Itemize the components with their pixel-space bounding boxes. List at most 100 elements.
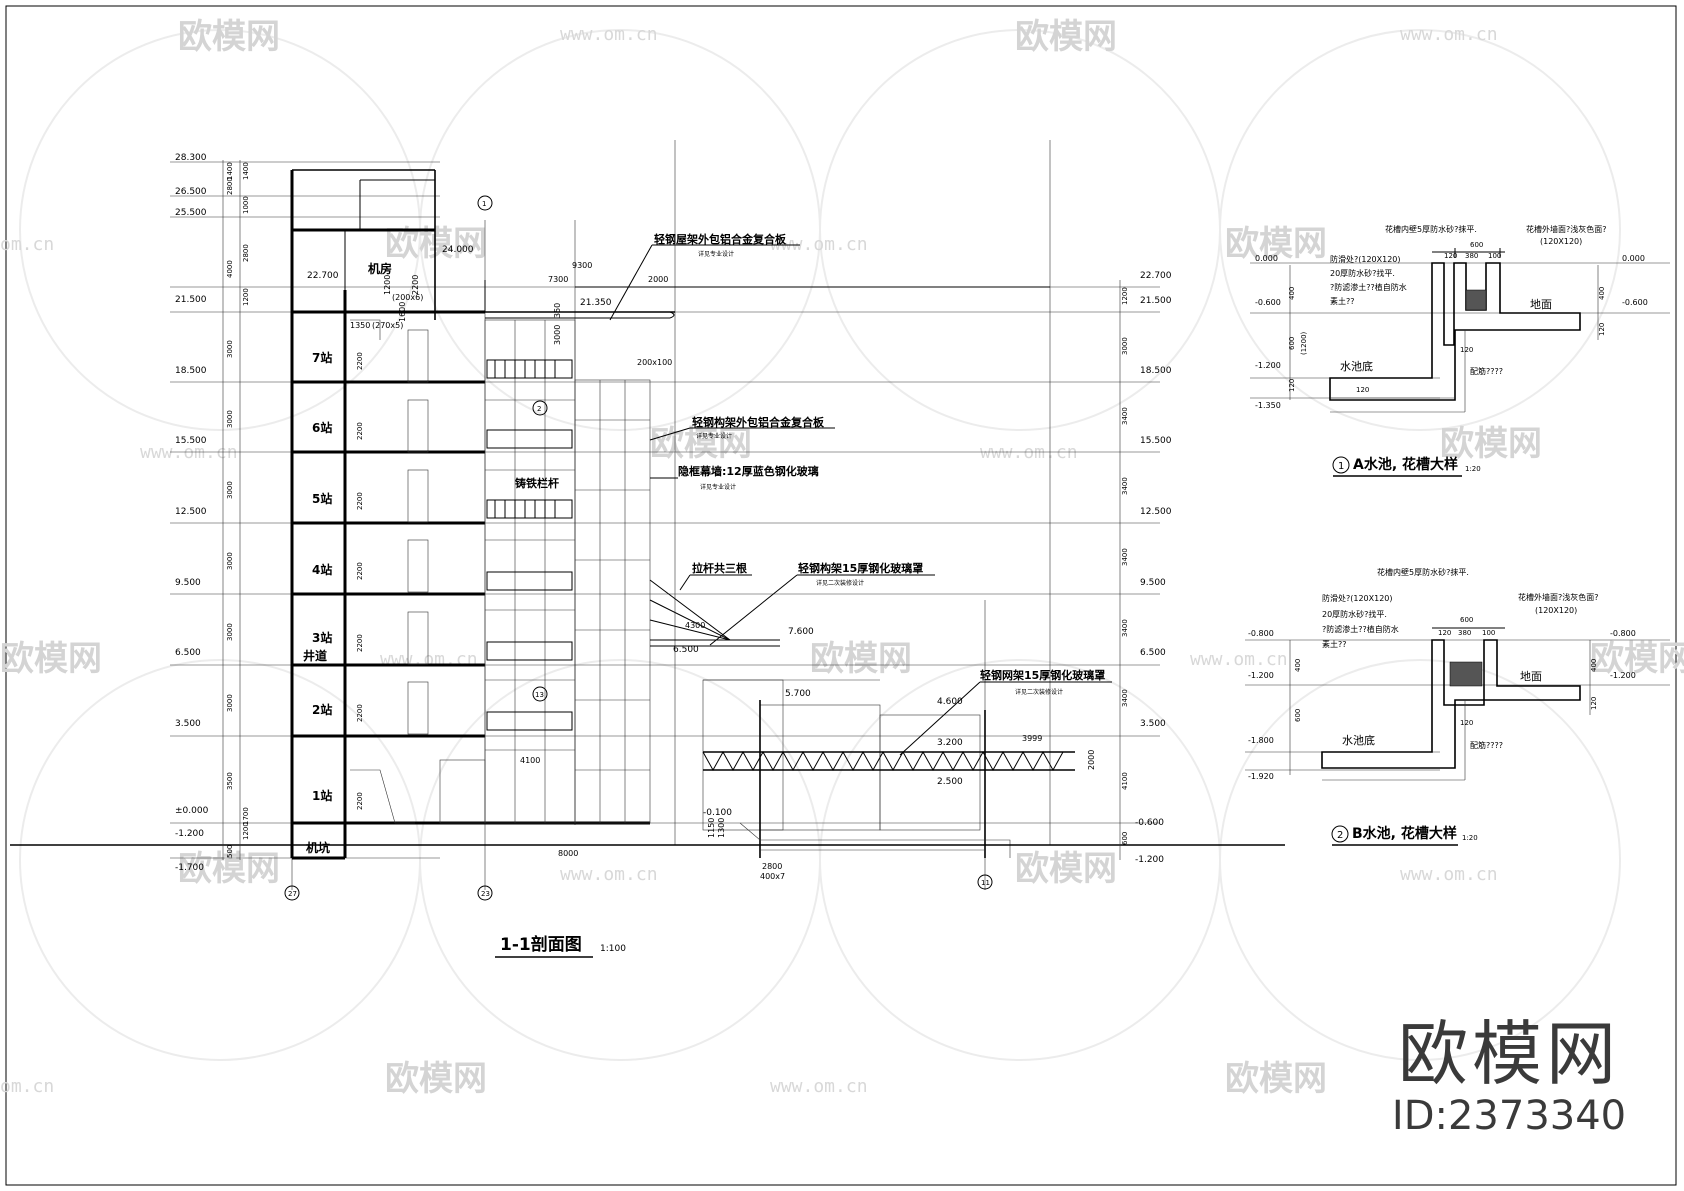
floor-height-dims: 2200 2200 2200 2200 2200 2200 2200 1700 <box>242 352 364 825</box>
watermark-brand: 欧模网 <box>1015 849 1117 889</box>
dimension-value: 2200 <box>356 562 364 580</box>
elevation-tag: 6.500 <box>175 648 201 658</box>
dimension-value: 2200 <box>356 704 364 722</box>
dimension-value: 120 <box>1444 252 1457 260</box>
watermark-brand: 欧模网 <box>1440 424 1542 464</box>
dimension-value: 2200 <box>356 352 364 370</box>
elevation-tag: 6.500 <box>1140 648 1166 658</box>
mid-elevations: 24.000 21.350 7.600 6.500 5.700 4.600 3.… <box>442 245 963 818</box>
watermark-url: www.om.cn <box>1400 24 1498 45</box>
detail-note: 花槽内壁5厚防水砂?抹平. <box>1385 224 1477 234</box>
detail-note: 20厚防水砂?找平. <box>1322 609 1387 619</box>
watermark-urls: www.om.cn www.om.cn om.cn www.om.cn www.… <box>0 24 1498 1097</box>
brand-name: 欧模网 <box>1398 1013 1620 1095</box>
detail-note: ?防滤渗土??植自防水 <box>1330 282 1407 292</box>
dimension-value: 8000 <box>558 849 578 858</box>
floor-label: 机房 <box>368 261 392 276</box>
elevation-tag: 3.200 <box>937 738 963 748</box>
dimension-value: 3000 <box>226 552 234 570</box>
detail-number: 2 <box>1337 830 1343 841</box>
elevation-tag: 9.500 <box>1140 578 1166 588</box>
dimension-value: 1200 <box>242 822 250 840</box>
dimension-value: 500 <box>226 845 234 858</box>
watermark-brand: 欧模网 <box>650 424 752 464</box>
watermark-brand: 欧模网 <box>1590 639 1684 679</box>
watermark-brand: 欧模网 <box>178 849 280 889</box>
detail-title: A水池, 花槽大样 <box>1353 456 1458 473</box>
left-dimensions: 1400 1400 2800 1000 2800 1200 3000 3000 … <box>226 162 250 858</box>
dimension-value: 400 <box>1294 659 1302 672</box>
elevation-tag: 0.000 <box>1622 254 1645 263</box>
watermark-url: www.om.cn <box>980 442 1078 463</box>
section-labels: 7站 6站 5站 4站 3站 井道 2站 1站 机坑 机房 <box>303 261 392 855</box>
detail-note: 防滑处?(120X120) <box>1322 593 1393 603</box>
dimension-value: 3400 <box>1121 689 1129 707</box>
podium <box>702 679 1075 858</box>
dimension-value: 3999 <box>1022 734 1042 743</box>
dimension-value: (270x5) <box>372 321 403 330</box>
elevation-tag: -1.920 <box>1248 772 1274 781</box>
elevation-tag: 7.600 <box>788 627 814 637</box>
note-subtext: 详见二次装修设计 <box>1015 688 1063 696</box>
dimension-value: 600 <box>1121 832 1129 845</box>
left-elevations: 28.300 26.500 25.500 22.700 21.500 18.50… <box>175 153 339 873</box>
elevation-tag: 15.500 <box>1140 436 1172 446</box>
detail-b-drawing <box>1245 627 1670 781</box>
note-subtext: 详见专业设计 <box>698 250 734 258</box>
dimension-value: 2800 <box>226 177 234 195</box>
dimension-value: 120 <box>1460 719 1473 727</box>
dimension-value: 3000 <box>226 623 234 641</box>
elevation-tag: -0.800 <box>1248 629 1274 638</box>
note-text: 轻钢网架15厚钢化玻璃罩 <box>980 668 1105 682</box>
sheet-border <box>5 5 1677 1186</box>
detail-note: (120X120) <box>1540 237 1582 246</box>
watermark-url: om.cn <box>0 1076 54 1097</box>
left-dimension-chain <box>222 160 241 860</box>
dimension-value: 2800 <box>762 862 782 871</box>
watermark-url: www.om.cn <box>560 24 658 45</box>
elevation-tag: 26.500 <box>175 187 207 197</box>
callout-number: 13 <box>535 691 544 699</box>
dimension-value: 1200 <box>242 288 250 306</box>
detail-note: 花槽外墙面?浅灰色面? <box>1518 592 1599 602</box>
dimension-value: 4100 <box>1121 772 1129 790</box>
dimension-value: 4000 <box>226 260 234 278</box>
dimension-value: 3000 <box>1121 337 1129 355</box>
elevation-tag: -1.200 <box>1255 361 1281 370</box>
dimension-value: 3000 <box>553 325 562 345</box>
dimension-value: 1000 <box>242 196 250 214</box>
dimension-value: 3400 <box>1121 477 1129 495</box>
note-text: 拉杆共三根 <box>692 561 748 575</box>
elevation-tag: -1.200 <box>1135 855 1164 865</box>
detail-note: 素土?? <box>1330 296 1355 306</box>
brand-mark: 欧模网 ID:2373340 <box>1389 1015 1629 1139</box>
detail-note: 花槽外墙面?浅灰色面? <box>1526 224 1607 234</box>
floor-label: 5站 <box>312 491 332 506</box>
elevation-tag: 25.500 <box>175 208 207 218</box>
elevation-tag: 21.500 <box>175 295 207 305</box>
axis-labels: 27 23 11 1 2 13 <box>288 200 990 898</box>
elevation-tag: 3.500 <box>175 719 201 729</box>
floor-doors <box>350 319 486 824</box>
watermark-url: www.om.cn <box>140 442 238 463</box>
right-dimensions: 1200 3000 3400 3400 3400 3400 3400 4100 … <box>1121 287 1129 845</box>
axis-number: 11 <box>981 879 990 887</box>
elevation-tag: -1.700 <box>175 863 204 873</box>
dimension-value: 7300 <box>548 275 568 284</box>
dimension-value: 9300 <box>572 261 592 270</box>
elevation-tag: ±0.000 <box>175 806 209 816</box>
dimension-value: 1700 <box>242 807 250 825</box>
elevation-tag: 12.500 <box>175 507 207 517</box>
floor-label: 2站 <box>312 702 332 717</box>
watermark-url: www.om.cn <box>380 649 478 670</box>
dimension-value: (1200) <box>1300 331 1308 355</box>
detail-title: B水池, 花槽大样 <box>1352 825 1457 842</box>
detail-note: 花槽内壁5厚防水砂?抹平. <box>1377 567 1469 577</box>
dimension-value: 2200 <box>356 422 364 440</box>
elevation-tag: 6.500 <box>673 645 699 655</box>
detail-b-texts: 花槽内壁5厚防水砂?抹平. 防滑处?(120X120) 20厚防水砂?找平. ?… <box>1248 567 1636 781</box>
dimension-value: 400 <box>1598 287 1606 300</box>
dimension-value: 4300 <box>685 621 705 630</box>
elevation-tag: 21.500 <box>1140 296 1172 306</box>
